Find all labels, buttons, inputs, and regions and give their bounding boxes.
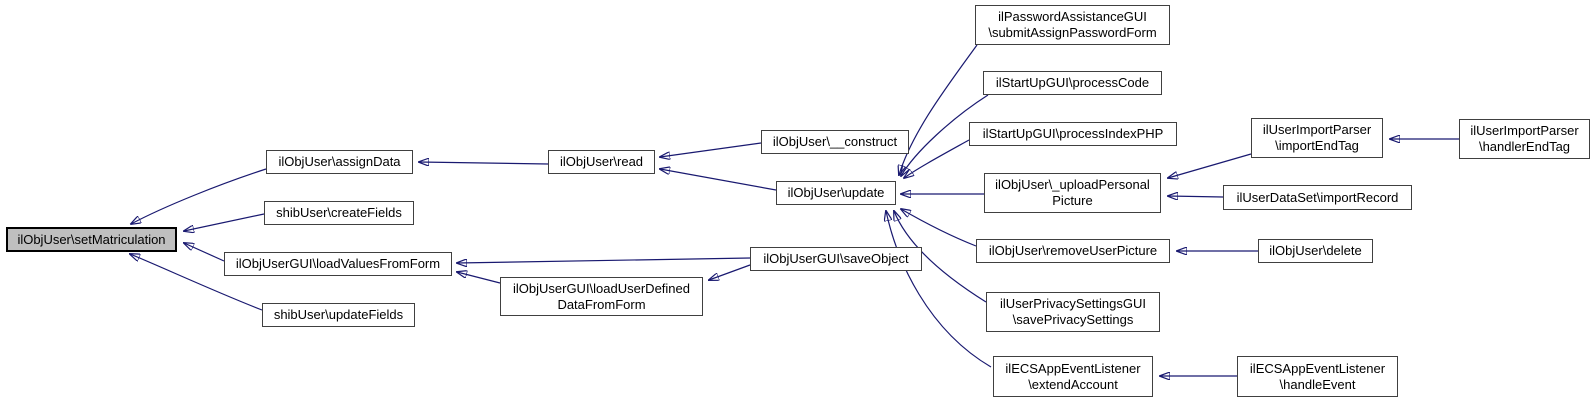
node-label: Picture <box>1052 193 1093 208</box>
node-ilobjuser-assigndata[interactable]: ilObjUser\assignData <box>266 150 413 174</box>
edge-processCode-update <box>901 94 989 176</box>
edge-saveObject-loadUserDefinedDataFromForm <box>709 264 751 280</box>
node-iluserimportparser-importendtag[interactable]: ilUserImportParser \importEndTag <box>1251 118 1383 158</box>
node-iluserimportparser-handlerendtag[interactable]: ilUserImportParser \handlerEndTag <box>1459 119 1590 159</box>
node-label: ilPasswordAssistanceGUI <box>998 9 1147 24</box>
node-label: ilObjUser\read <box>559 154 644 169</box>
node-label: ilObjUser\setMatriculation <box>17 231 166 247</box>
node-ilstartupgui-processcode[interactable]: ilStartUpGUI\processCode <box>983 71 1162 95</box>
node-label: \extendAccount <box>1028 376 1118 392</box>
node-label: ilObjUser\delete <box>1269 243 1362 258</box>
edge-extendAccount-update <box>886 211 992 368</box>
node-label: ilObjUser\_uploadPersonal <box>995 177 1150 192</box>
node-iluserprivacysettingsgui-saveprivacysettings[interactable]: ilUserPrivacySettingsGUI \savePrivacySet… <box>986 292 1160 332</box>
node-label: ilECSAppEventListener <box>1005 360 1141 376</box>
node-label: ilObjUser\removeUserPicture <box>988 243 1158 258</box>
node-label: ilObjUser\update <box>787 185 885 200</box>
node-ilobjuser-delete[interactable]: ilObjUser\delete <box>1258 239 1373 263</box>
node-label: ilStartUpGUI\processIndexPHP <box>982 126 1164 141</box>
edge-importRecord-uploadPersonalPicture <box>1168 196 1224 197</box>
node-ilecsappeventlistener-extendaccount[interactable]: ilECSAppEventListener \extendAccount <box>993 356 1153 397</box>
node-label: shibUser\updateFields <box>273 307 404 322</box>
node-label: \handleEvent <box>1279 376 1356 392</box>
node-ilstartupgui-processindexphp[interactable]: ilStartUpGUI\processIndexPHP <box>969 122 1177 146</box>
node-label: \importEndTag <box>1275 138 1359 153</box>
node-label: ilUserPrivacySettingsGUI <box>1000 296 1146 311</box>
node-shibuser-updatefields[interactable]: shibUser\updateFields <box>262 303 415 327</box>
node-ilobjusergui-saveobject[interactable]: ilObjUserGUI\saveObject <box>750 247 922 271</box>
node-ilobjuser-removeuserpicture[interactable]: ilObjUser\removeUserPicture <box>976 239 1170 263</box>
edge-construct-read <box>660 142 762 157</box>
node-ilpasswordassistancegui-submitassignpasswordform[interactable]: ilPasswordAssistanceGUI \submitAssignPas… <box>975 5 1170 45</box>
node-iluserdataset-importrecord[interactable]: ilUserDataSet\importRecord <box>1223 185 1412 210</box>
edge-update-read <box>660 169 777 191</box>
node-label: shibUser\createFields <box>276 205 402 220</box>
node-shibuser-createfields[interactable]: shibUser\createFields <box>264 201 414 225</box>
edge-processIndexPHP-update <box>904 139 970 178</box>
node-label: ilObjUser\assignData <box>278 154 401 169</box>
node-label: ilECSAppEventListener <box>1249 360 1386 376</box>
node-label: \handlerEndTag <box>1478 139 1571 154</box>
edge-saveObject-loadValuesFromForm <box>457 257 751 263</box>
node-ilobjuser-uploadpersonalpicture[interactable]: ilObjUser\_uploadPersonal Picture <box>984 173 1161 213</box>
edge-loadUserDefinedDataFromForm-loadValuesFromForm <box>457 272 501 284</box>
node-label: ilObjUserGUI\saveObject <box>763 251 909 266</box>
edge-createFields-setMatriculation <box>184 213 265 231</box>
node-ilobjusergui-loaduserdefineddatafromform[interactable]: ilObjUserGUI\loadUserDefined DataFromFor… <box>500 277 703 316</box>
node-label: ilObjUserGUI\loadUserDefined <box>512 280 690 296</box>
edge-submitAssignPasswordForm-update <box>899 44 978 175</box>
edge-read-assignData <box>419 162 549 164</box>
edge-loadValuesFromForm-setMatriculation <box>184 243 225 262</box>
node-ilobjuser-setmatriculation: ilObjUser\setMatriculation <box>6 227 177 252</box>
node-label: \savePrivacySettings <box>1012 312 1134 327</box>
node-label: ilObjUserGUI\loadValuesFromForm <box>235 256 441 271</box>
edge-assignData-setMatriculation <box>131 168 267 224</box>
node-ilobjuser-read[interactable]: ilObjUser\read <box>548 150 655 174</box>
node-label: ilUserDataSet\importRecord <box>1236 189 1399 205</box>
node-label: ilObjUser\__construct <box>772 134 898 149</box>
node-ilobjusergui-loadvaluesfromform[interactable]: ilObjUserGUI\loadValuesFromForm <box>224 252 452 276</box>
node-label: DataFromForm <box>557 296 646 312</box>
node-ilecsappeventlistener-handleevent[interactable]: ilECSAppEventListener \handleEvent <box>1237 356 1398 397</box>
edge-savePrivacySettings-update <box>894 211 987 303</box>
node-ilobjuser-construct[interactable]: ilObjUser\__construct <box>761 130 909 154</box>
edge-importEndTag-uploadPersonalPicture <box>1168 153 1252 178</box>
node-label: ilStartUpGUI\processCode <box>995 75 1150 90</box>
node-label: ilUserImportParser <box>1470 123 1579 138</box>
node-label: ilUserImportParser <box>1262 122 1372 137</box>
edge-removeUserPicture-update <box>901 209 977 247</box>
edge-updateFields-setMatriculation <box>130 254 263 311</box>
node-ilobjuser-update[interactable]: ilObjUser\update <box>776 181 896 205</box>
node-label: \submitAssignPasswordForm <box>988 25 1157 40</box>
